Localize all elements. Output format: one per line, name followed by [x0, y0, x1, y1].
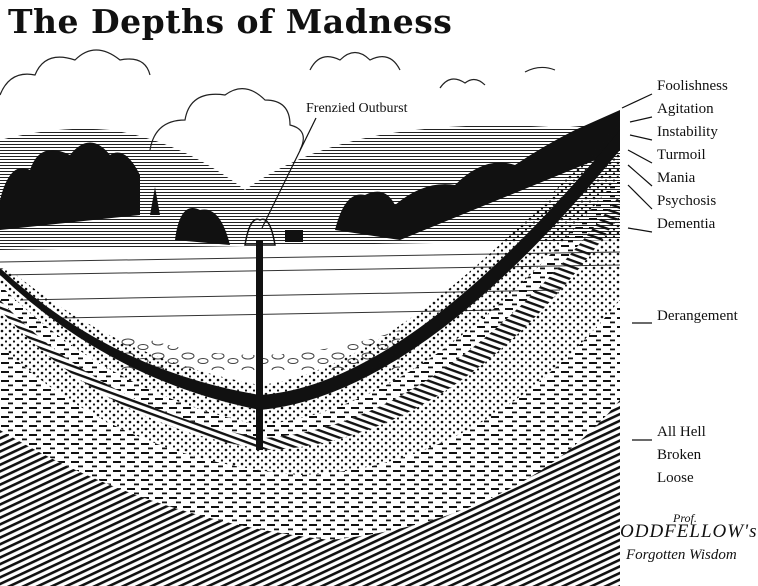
signature-subtitle: Forgotten Wisdom: [626, 547, 737, 563]
label-foolishness: Foolishness: [657, 78, 728, 94]
label-dementia: Dementia: [657, 216, 716, 232]
geyser-column: [256, 240, 263, 450]
label-derangement: Derangement: [657, 308, 738, 324]
label-psychosis: Psychosis: [657, 193, 717, 209]
layer-derangement: [0, 300, 620, 540]
signature-name: ODDFELLOW's: [620, 521, 758, 542]
layer-all-hell-broken-loose: [0, 400, 620, 586]
leader-lines: [261, 93, 653, 441]
distant-hills: [0, 122, 620, 250]
label-loose: Loose: [657, 470, 694, 486]
layer-instability: [0, 130, 620, 410]
label-mania: Mania: [657, 170, 696, 186]
treeline: [0, 110, 620, 245]
frenzied-outburst-fountain: [244, 218, 276, 246]
page-title: The Depths of Madness: [8, 2, 453, 41]
label-instability: Instability: [657, 124, 718, 140]
inner-basin: [0, 120, 620, 395]
layer-dementia: [0, 215, 620, 475]
label-agitation: Agitation: [657, 101, 714, 117]
signature-prefix: Prof.: [673, 511, 697, 525]
label-all-hell: All Hell: [657, 424, 706, 440]
layer-turmoil: [0, 150, 620, 425]
frenzied-outburst-label: Frenzied Outburst: [306, 101, 408, 116]
label-turmoil: Turmoil: [657, 147, 706, 163]
clouds: [0, 49, 556, 151]
label-broken: Broken: [657, 447, 702, 463]
